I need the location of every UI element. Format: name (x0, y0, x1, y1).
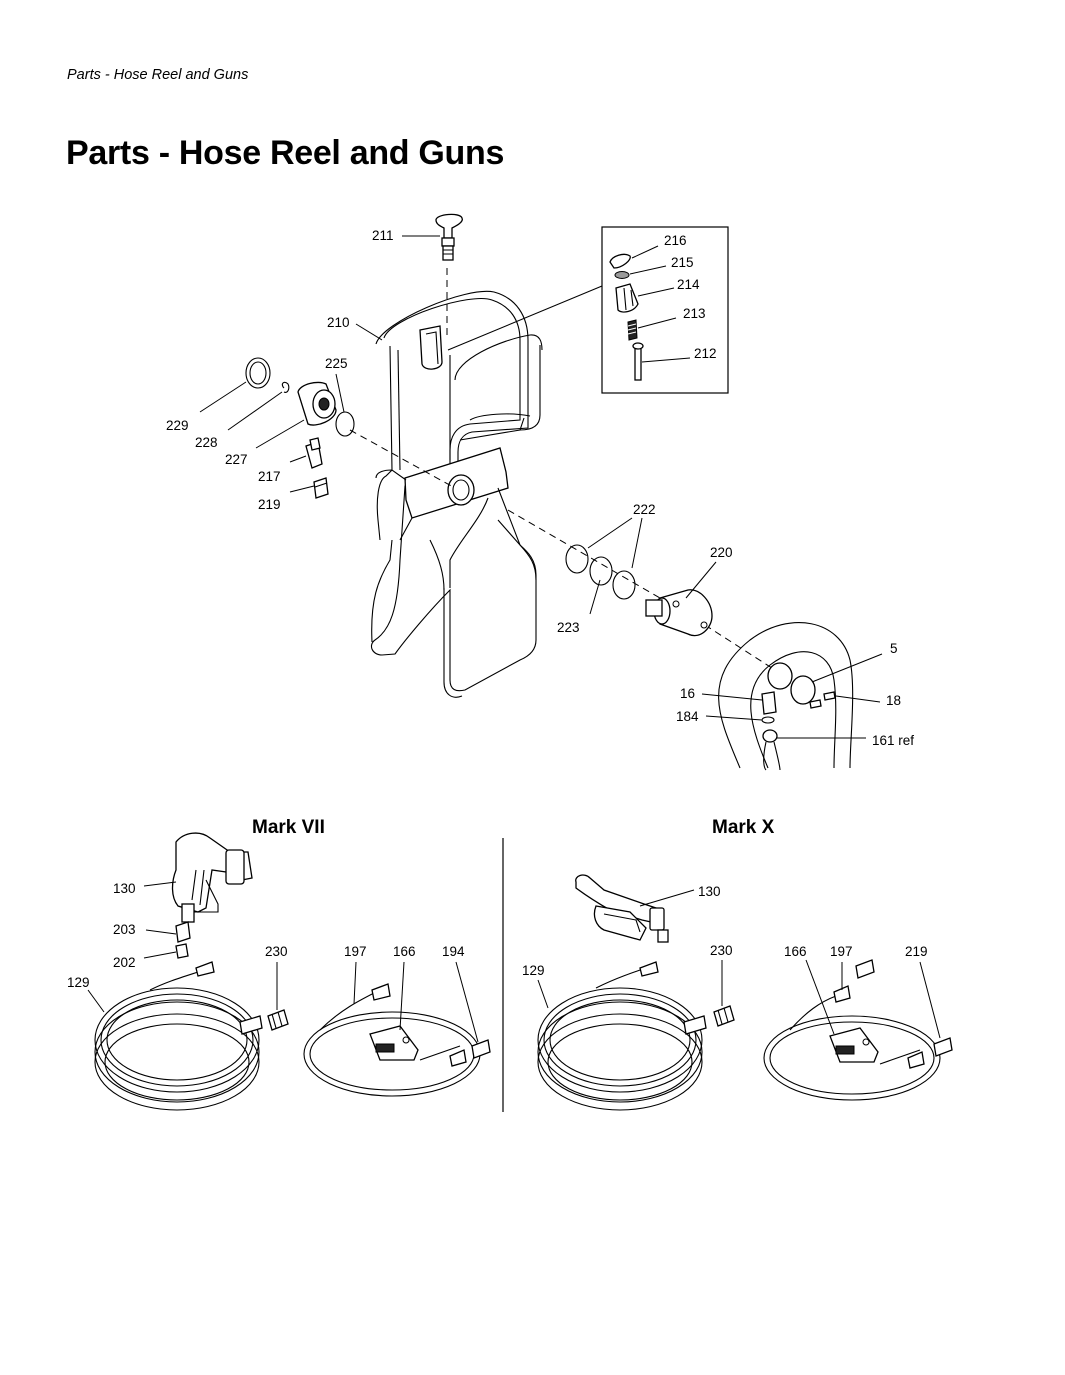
callout-225: 225 (325, 356, 348, 371)
callout-18: 18 (886, 693, 901, 708)
running-head: Parts - Hose Reel and Guns (67, 67, 249, 83)
callout-220: 220 (710, 545, 733, 560)
section-title-mark-x: Mark X (712, 817, 775, 838)
mark-vii-gun (143, 832, 253, 923)
callout-16: 16 (680, 686, 695, 701)
callout-230: 230 (265, 944, 288, 959)
callout-219: 219 (258, 497, 281, 512)
reel-hub-parts-left (199, 357, 355, 499)
callout-219: 219 (905, 944, 928, 959)
mark-vii-fittings (143, 921, 191, 959)
callout-214: 214 (677, 277, 700, 292)
callout-166: 166 (393, 944, 416, 959)
callout-130: 130 (113, 881, 136, 896)
callout-215: 215 (671, 255, 694, 270)
callout-227: 227 (225, 452, 248, 467)
callouts-mark-x: 130 129 230 166 197 219 (522, 884, 928, 978)
callout-203: 203 (113, 922, 136, 937)
hose-reel-frame (349, 268, 776, 698)
callout-161-ref: 161 ref (872, 733, 914, 748)
callout-197: 197 (344, 944, 367, 959)
callout-5: 5 (890, 641, 898, 656)
inset-box-212-216 (601, 226, 729, 394)
mark-vii-part-230 (267, 962, 289, 1031)
mark-x-hose-129 (537, 961, 707, 1111)
mark-x-part-230 (713, 960, 735, 1027)
callout-194: 194 (442, 944, 465, 959)
callout-202: 202 (113, 955, 136, 970)
callout-211: 211 (372, 228, 394, 243)
callout-129: 129 (522, 963, 545, 978)
page-title: Parts - Hose Reel and Guns (66, 134, 505, 172)
callout-228: 228 (195, 435, 218, 450)
callout-222: 222 (633, 502, 656, 517)
callout-197: 197 (830, 944, 853, 959)
callout-213: 213 (683, 306, 706, 321)
callout-223: 223 (557, 620, 580, 635)
callout-230: 230 (710, 943, 733, 958)
callout-210: 210 (327, 315, 350, 330)
callout-130: 130 (698, 884, 721, 899)
reel-outlet-assembly (701, 622, 883, 771)
callout-166: 166 (784, 944, 807, 959)
callout-129: 129 (67, 975, 90, 990)
callout-217: 217 (258, 469, 281, 484)
callout-184: 184 (676, 709, 699, 724)
callouts-mark-vii: 130 203 202 129 230 197 166 194 (67, 881, 465, 990)
callout-212: 212 (694, 346, 717, 361)
section-title-mark-vii: Mark VII (252, 817, 325, 838)
mark-x-whip-hose (763, 959, 953, 1101)
callouts-reel: 211 216 215 214 213 212 210 225 229 228 … (166, 228, 914, 748)
part-211-lock-knob (435, 213, 463, 261)
mark-vii-whip-hose (303, 961, 491, 1097)
callout-229: 229 (166, 418, 189, 433)
mark-x-gun (575, 874, 695, 943)
mark-vii-hose-129 (87, 961, 263, 1111)
callout-216: 216 (664, 233, 687, 248)
reel-swivel-parts-right (565, 517, 717, 637)
